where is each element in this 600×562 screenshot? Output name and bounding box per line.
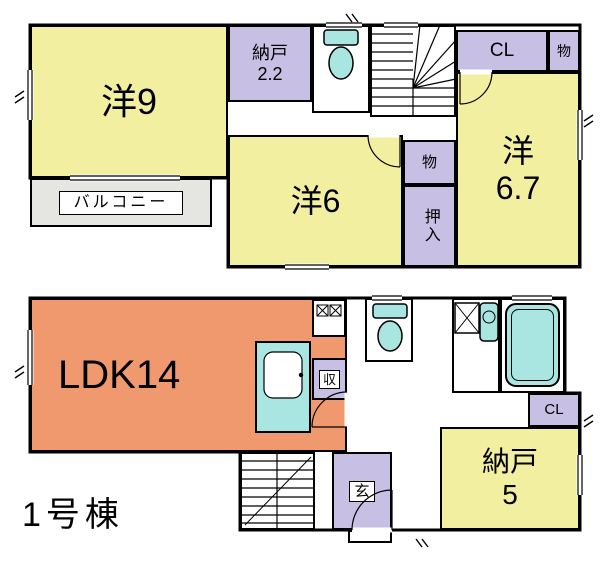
entrance-porch	[348, 530, 392, 543]
washroom-1f	[452, 298, 500, 393]
stairs-room-2f	[370, 25, 456, 117]
room-storage-5-label: 納戸 5	[481, 446, 538, 510]
storage-small-label: 収	[318, 369, 340, 389]
stairs-room-1f	[240, 452, 315, 530]
room-storage-top-right-label: 物	[557, 42, 571, 59]
entrance-label: 玄	[349, 480, 375, 502]
room-western-9-label: 洋9	[100, 80, 158, 122]
room-western-6-2f: 洋6	[228, 135, 403, 267]
room-western-9-2f: 洋9	[30, 25, 228, 178]
room-closet-1f: CL	[528, 393, 580, 427]
balcony-label: バルコニー	[58, 190, 184, 215]
room-closet-2f: CL	[456, 30, 548, 72]
room-oshiire-2f: 押入	[403, 185, 456, 267]
room-storage-mid-label: 物	[421, 153, 437, 171]
entrance-room-1f: 玄	[332, 452, 392, 530]
room-storage-top-right-2f: 物	[548, 30, 580, 72]
room-oshiire-label: 押入	[421, 208, 439, 244]
room-storage-2-2-2f: 納戸 2.2	[228, 25, 312, 102]
room-closet-1f-label: CL	[544, 401, 564, 419]
balcony: バルコニー	[30, 178, 212, 227]
toilet-room-2f	[312, 25, 370, 113]
toilet-room-1f	[365, 298, 413, 362]
room-ldk-1f: LDK14	[30, 298, 347, 452]
room-storage-2-2-label: 納戸 2.2	[252, 42, 288, 84]
room-closet-2f-label: CL	[489, 40, 515, 62]
room-western-6-7-label: 洋 6.7	[495, 132, 541, 206]
room-western-6-7-2f: 洋 6.7	[456, 72, 580, 267]
building-title: 1号棟	[22, 496, 124, 534]
bathroom-1f	[500, 298, 565, 393]
room-western-6-label: 洋6	[290, 182, 341, 219]
room-ldk-label: LDK14	[58, 353, 181, 397]
room-storage-5-1f: 納戸 5	[440, 427, 580, 530]
storage-small-1f: 収	[312, 358, 347, 400]
room-storage-mid-2f: 物	[403, 140, 456, 185]
